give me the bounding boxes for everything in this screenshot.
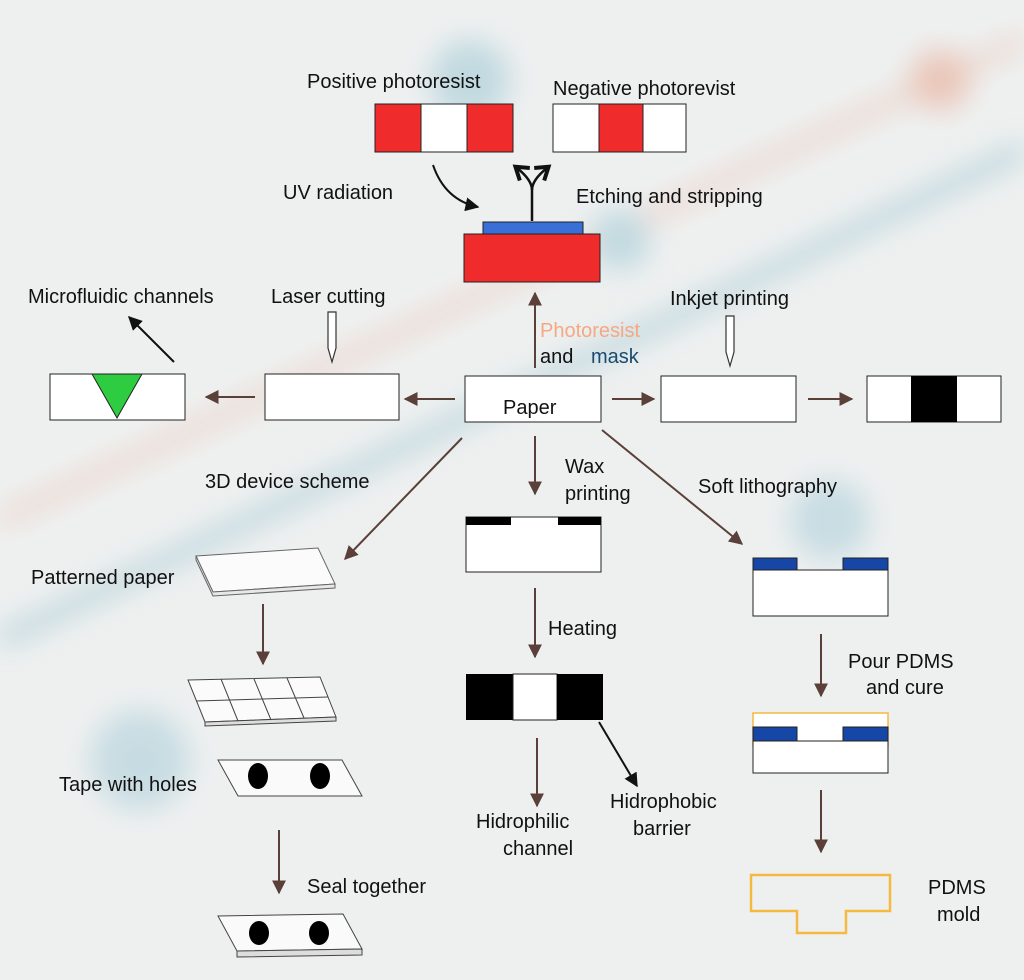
mask-label: mask bbox=[591, 346, 640, 368]
pour-pdms-label: Pour PDMS bbox=[848, 651, 954, 673]
sealed-device-shape bbox=[217, 913, 363, 958]
wax-label: Wax bbox=[565, 456, 604, 478]
seal-together-label: Seal together bbox=[307, 876, 426, 898]
laser-cutter-icon bbox=[327, 311, 337, 365]
and-cure-label: and cure bbox=[866, 677, 944, 699]
inkjet-black-barrier bbox=[911, 376, 957, 422]
soft-litho-block-left bbox=[752, 557, 798, 571]
mold-label: mold bbox=[937, 904, 980, 926]
hidrophobic-label: Hidrophobic bbox=[610, 791, 717, 813]
soft-litho-block-right bbox=[842, 557, 889, 571]
soft-lithography-label: Soft lithography bbox=[698, 476, 837, 498]
uv-radiation-arrow bbox=[432, 164, 480, 212]
tape-with-holes-shape bbox=[217, 759, 363, 797]
etching-stripping-label: Etching and stripping bbox=[576, 186, 763, 208]
pdms-label: PDMS bbox=[928, 877, 986, 899]
channel-label: channel bbox=[503, 838, 573, 860]
green-channel-icon bbox=[91, 373, 143, 420]
photoresist-substrate bbox=[463, 233, 601, 283]
arrow-to-hidrophobic bbox=[598, 721, 638, 788]
paper-box bbox=[464, 375, 602, 423]
mask-layer bbox=[482, 221, 584, 235]
wax-block-left bbox=[466, 517, 511, 525]
wax-printed-paper bbox=[465, 516, 602, 573]
barrier-label: barrier bbox=[633, 818, 691, 840]
arrow-to-3d-device bbox=[344, 437, 463, 561]
inkjet-nozzle-icon bbox=[725, 315, 735, 369]
soft-litho-substrate bbox=[752, 569, 889, 617]
and-label: and bbox=[540, 346, 573, 368]
negative-photoresist-label: Negative photorevist bbox=[553, 78, 736, 100]
3d-device-label: 3D device scheme bbox=[205, 471, 370, 493]
tape-with-holes-label: Tape with holes bbox=[59, 774, 197, 796]
arrow-to-microfluidic bbox=[128, 316, 175, 363]
laser-cut-paper-box bbox=[264, 373, 400, 421]
microfluidic-channels-label: Microfluidic channels bbox=[28, 286, 214, 308]
pdms-block-right bbox=[842, 726, 889, 742]
paper-label: Paper bbox=[503, 397, 557, 419]
heating-label: Heating bbox=[548, 618, 617, 640]
split-arrow-right bbox=[530, 164, 552, 191]
laser-cutting-label: Laser cutting bbox=[271, 286, 386, 308]
hidrophilic-label: Hidrophilic bbox=[476, 811, 569, 833]
patterned-paper-label: Patterned paper bbox=[31, 567, 175, 589]
photoresist-label: Photoresist bbox=[540, 320, 640, 342]
heated-paper bbox=[466, 673, 603, 721]
negative-photoresist-strip bbox=[552, 103, 687, 153]
arrow-to-soft-litho bbox=[601, 429, 744, 545]
printing-label: printing bbox=[565, 483, 631, 505]
positive-photoresist-label: Positive photoresist bbox=[307, 71, 481, 93]
wax-block-right bbox=[558, 517, 601, 525]
patterned-paper-slab bbox=[195, 547, 336, 597]
split-arrow-left bbox=[512, 164, 534, 221]
pdms-block-left bbox=[752, 726, 798, 742]
pdms-substrate bbox=[752, 740, 889, 774]
positive-photoresist-strip bbox=[374, 103, 514, 153]
pdms-mold-shape bbox=[749, 873, 892, 935]
grid-paper-slab bbox=[187, 676, 337, 727]
inkjet-printing-label: Inkjet printing bbox=[670, 288, 789, 310]
inkjet-paper-box bbox=[660, 375, 797, 423]
uv-radiation-label: UV radiation bbox=[283, 182, 393, 204]
